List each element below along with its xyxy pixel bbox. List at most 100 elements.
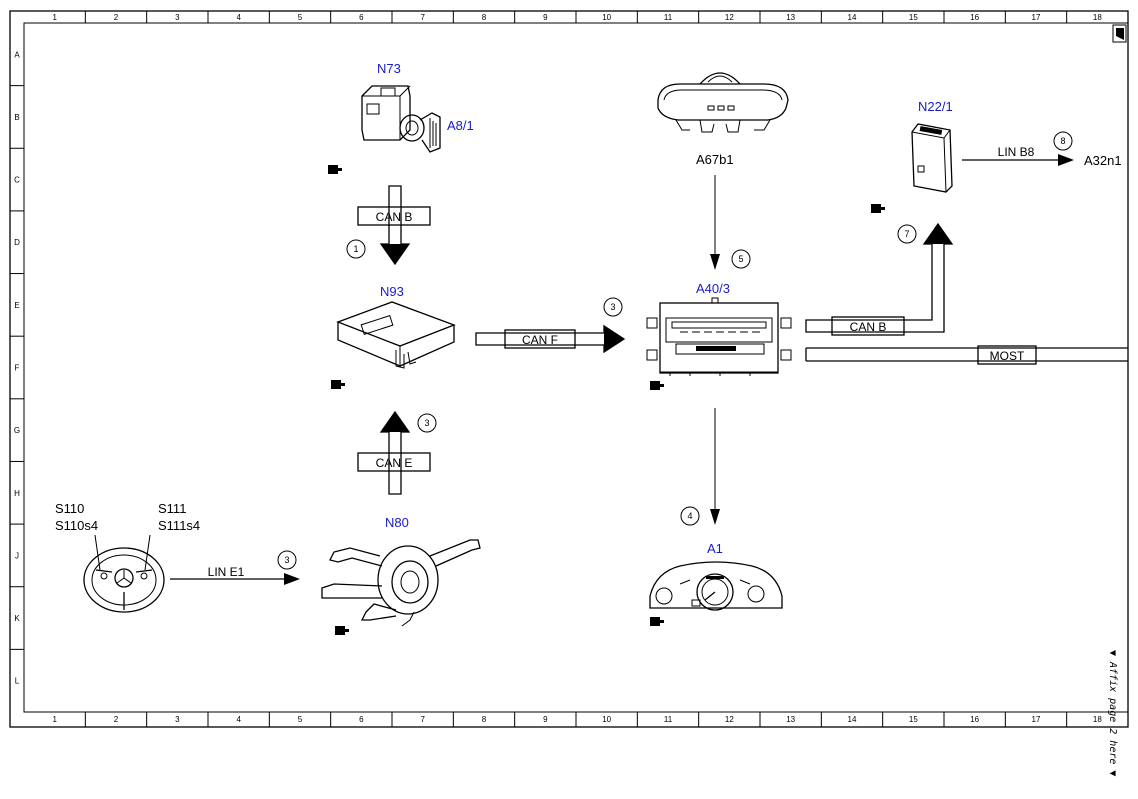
- s110-label: S110: [55, 501, 84, 516]
- svg-text:LIN E1: LIN E1: [208, 565, 245, 579]
- grid-column-label: 18: [1093, 715, 1102, 724]
- page-frame: [9, 10, 1129, 728]
- step-1-marker: 1: [346, 239, 366, 259]
- grid-column-label: 1: [52, 715, 57, 724]
- can-f-arrow: [475, 324, 626, 354]
- svg-text:1: 1: [353, 244, 358, 254]
- grid-column-label: 15: [909, 13, 918, 22]
- grid-column-label: 2: [114, 13, 119, 22]
- n22-1-module-icon: [911, 123, 953, 193]
- svg-text:5: 5: [738, 254, 743, 264]
- most-box: MOST: [977, 345, 1037, 365]
- a40-3-label: A40/3: [696, 281, 730, 296]
- svg-text:3: 3: [610, 302, 615, 312]
- lin-b8-arrow: LIN B8: [962, 145, 1074, 166]
- step-3-marker-canf: 3: [603, 297, 623, 317]
- corner-marker-icon: [1112, 24, 1127, 43]
- grid-column-label: 7: [420, 13, 425, 22]
- arrow-a40-3-to-a1: [710, 408, 720, 525]
- svg-text:CAN B: CAN B: [850, 320, 887, 334]
- a1-label: A1: [707, 541, 723, 556]
- a67b1-label: A67b1: [696, 152, 734, 167]
- step-8-marker: 8: [1053, 131, 1073, 151]
- grid-row-label: L: [15, 677, 20, 686]
- ignition-switch-icon: [361, 85, 441, 153]
- grid-column-label: 8: [482, 13, 487, 22]
- reference-hand-icon: [328, 165, 342, 174]
- svg-text:CAN B: CAN B: [376, 210, 413, 224]
- grid-column-label: 13: [786, 715, 795, 724]
- grid-column-label: 17: [1032, 715, 1041, 724]
- can-b-arrow-right: [805, 222, 954, 333]
- grid-column-label: 1: [52, 13, 57, 22]
- grid-column-label: 12: [725, 13, 734, 22]
- svg-text:LIN B8: LIN B8: [998, 145, 1035, 159]
- arrow-a67b1-to-a40-3: [710, 175, 720, 270]
- grid-column-label: 13: [786, 13, 795, 22]
- grid-column-label: 4: [236, 13, 241, 22]
- grid-row-label: D: [14, 238, 20, 247]
- steering-wheel-icon: [83, 547, 165, 613]
- grid-column-label: 5: [298, 715, 303, 724]
- grid-row-label: C: [14, 176, 20, 185]
- grid-column-label: 15: [909, 715, 918, 724]
- svg-text:7: 7: [904, 229, 909, 239]
- lin-e1-arrow: LIN E1: [170, 565, 300, 585]
- grid-column-label: 5: [298, 13, 303, 22]
- n93-label: N93: [380, 284, 404, 299]
- grid-column-label: 9: [543, 13, 548, 22]
- svg-text:4: 4: [687, 511, 692, 521]
- grid-column-label: 8: [482, 715, 487, 724]
- affix-note: ▼ Affix page 2 here ▼: [1107, 650, 1118, 776]
- grid-column-label: 9: [543, 715, 548, 724]
- grid-column-label: 17: [1032, 13, 1041, 22]
- grid-column-label: 11: [664, 13, 673, 22]
- reference-hand-icon: [650, 381, 664, 390]
- grid-column-label: 10: [602, 13, 611, 22]
- grid-column-label: 16: [970, 715, 979, 724]
- step-5-marker: 5: [731, 249, 751, 269]
- grid-row-label: B: [14, 113, 19, 122]
- grid-column-label: 11: [664, 715, 673, 724]
- grid-row-label: H: [14, 489, 20, 498]
- grid-row-label: J: [15, 551, 19, 560]
- step-4-marker: 4: [680, 506, 700, 526]
- grid-column-label: 14: [848, 13, 857, 22]
- grid-column-label: 6: [359, 715, 364, 724]
- grid-column-label: 3: [175, 715, 180, 724]
- a8-1-label: A8/1: [447, 118, 474, 133]
- grid-row-label: K: [14, 614, 20, 623]
- grid-column-label: 4: [236, 715, 241, 724]
- reference-hand-icon: [650, 617, 664, 626]
- instrument-cluster-icon: [649, 561, 783, 611]
- grid-column-label: 2: [114, 715, 119, 724]
- step-7-marker: 7: [897, 224, 917, 244]
- s110s4-label: S110s4: [55, 518, 98, 533]
- svg-text:3: 3: [424, 418, 429, 428]
- grid-row-label: G: [14, 426, 20, 435]
- reference-hand-icon: [331, 380, 345, 389]
- grid-column-label: 12: [725, 715, 734, 724]
- can-b-arrow-top: [379, 185, 411, 266]
- s111-label: S111: [158, 501, 186, 516]
- grid-row-label: A: [14, 50, 20, 59]
- n93-module-icon: [336, 301, 456, 369]
- grid-row-label: F: [15, 364, 20, 373]
- grid-column-label: 10: [602, 715, 611, 724]
- svg-text:3: 3: [284, 555, 289, 565]
- steering-column-module-icon: [321, 539, 481, 627]
- can-b-box-right: CAN B: [831, 316, 905, 336]
- grid-column-label: 3: [175, 13, 180, 22]
- svg-text:8: 8: [1060, 136, 1065, 146]
- svg-text:CAN E: CAN E: [376, 456, 413, 470]
- svg-text:CAN F: CAN F: [522, 333, 558, 347]
- grid-column-label: 16: [970, 13, 979, 22]
- overhead-mirror-icon: [657, 72, 789, 133]
- n73-label: N73: [377, 61, 401, 76]
- grid-column-label: 6: [359, 13, 364, 22]
- grid-column-label: 18: [1093, 13, 1102, 22]
- s111s4-label: S111s4: [158, 518, 200, 533]
- step-3-marker-line1: 3: [277, 550, 297, 570]
- svg-text:MOST: MOST: [990, 349, 1025, 363]
